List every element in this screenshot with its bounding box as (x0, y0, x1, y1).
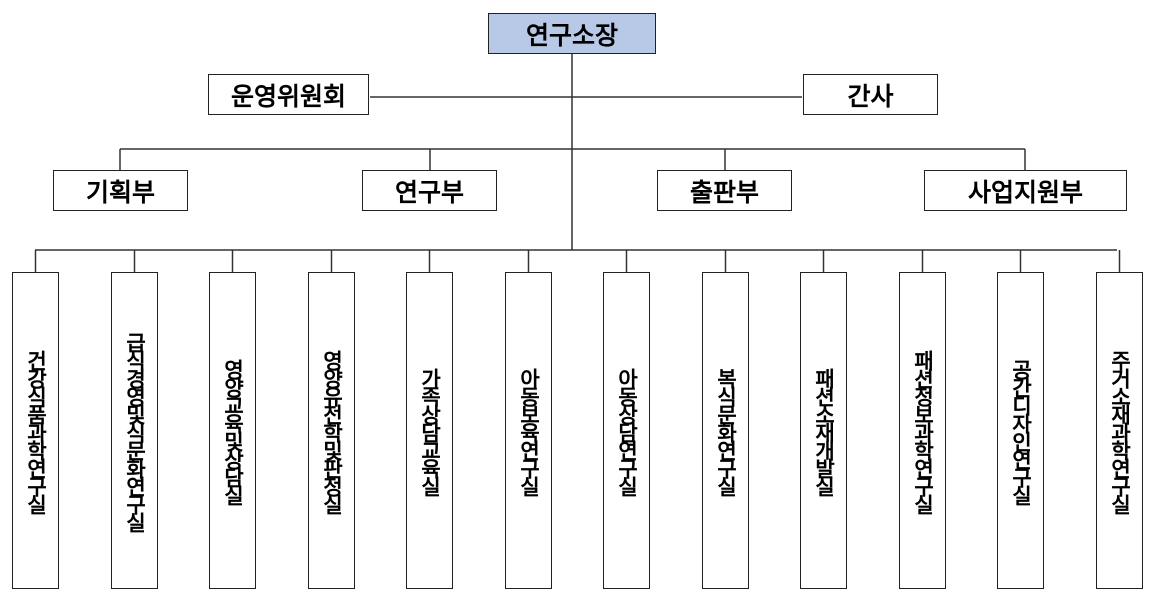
lab-box: 아동상담연구실 (603, 272, 650, 589)
department-label: 연구부 (394, 177, 464, 207)
lab-box: 가족상담교육실 (406, 272, 453, 589)
lab-box: 패션정보과학연구실 (899, 272, 946, 589)
lab-label: 공간디자인연구실 (1009, 358, 1033, 503)
committee-label: 운영위원회 (230, 81, 346, 111)
department-box-business-support: 사업지원부 (924, 170, 1127, 211)
lab-label: 복식문화연구실 (714, 367, 738, 494)
department-label: 기획부 (85, 177, 155, 207)
lab-label: 아동보육연구실 (517, 367, 541, 494)
lab-box: 영양교육및상담실 (209, 272, 256, 589)
lab-label: 영양유전학및판정실 (320, 349, 344, 512)
lab-box: 급식경영및식문화연구실 (111, 272, 158, 589)
lab-label: 주거소재과학연구실 (1108, 349, 1132, 512)
lab-label: 영양교육및상담실 (221, 358, 245, 503)
lab-label: 가족상담교육실 (418, 367, 442, 494)
secretary-label: 간사 (847, 81, 894, 111)
lab-label: 패션정보과학연구실 (911, 349, 935, 512)
director-label: 연구소장 (525, 20, 618, 50)
department-box-publishing: 출판부 (657, 170, 792, 211)
lab-label: 아동상담연구실 (615, 367, 639, 494)
department-label: 출판부 (689, 177, 759, 207)
lab-box: 복식문화연구실 (702, 272, 749, 589)
lab-box: 영양유전학및판정실 (308, 272, 355, 589)
lab-box: 공간디자인연구실 (997, 272, 1044, 589)
lab-box: 패션소재개발실 (800, 272, 847, 589)
committee-box: 운영위원회 (208, 74, 369, 115)
department-box-research: 연구부 (362, 170, 497, 211)
lab-box: 아동보육연구실 (505, 272, 552, 589)
lab-box: 주거소재과학연구실 (1096, 272, 1143, 589)
lab-label: 패션소재개발실 (812, 367, 836, 494)
department-box-planning: 기획부 (53, 170, 188, 211)
lab-label: 급식경영및식문화연구실 (123, 331, 147, 530)
lab-label: 건강식품과학연구실 (24, 349, 48, 512)
lab-box: 건강식품과학연구실 (12, 272, 59, 589)
director-box: 연구소장 (488, 13, 656, 54)
department-label: 사업지원부 (967, 177, 1083, 207)
secretary-box: 간사 (803, 74, 938, 115)
